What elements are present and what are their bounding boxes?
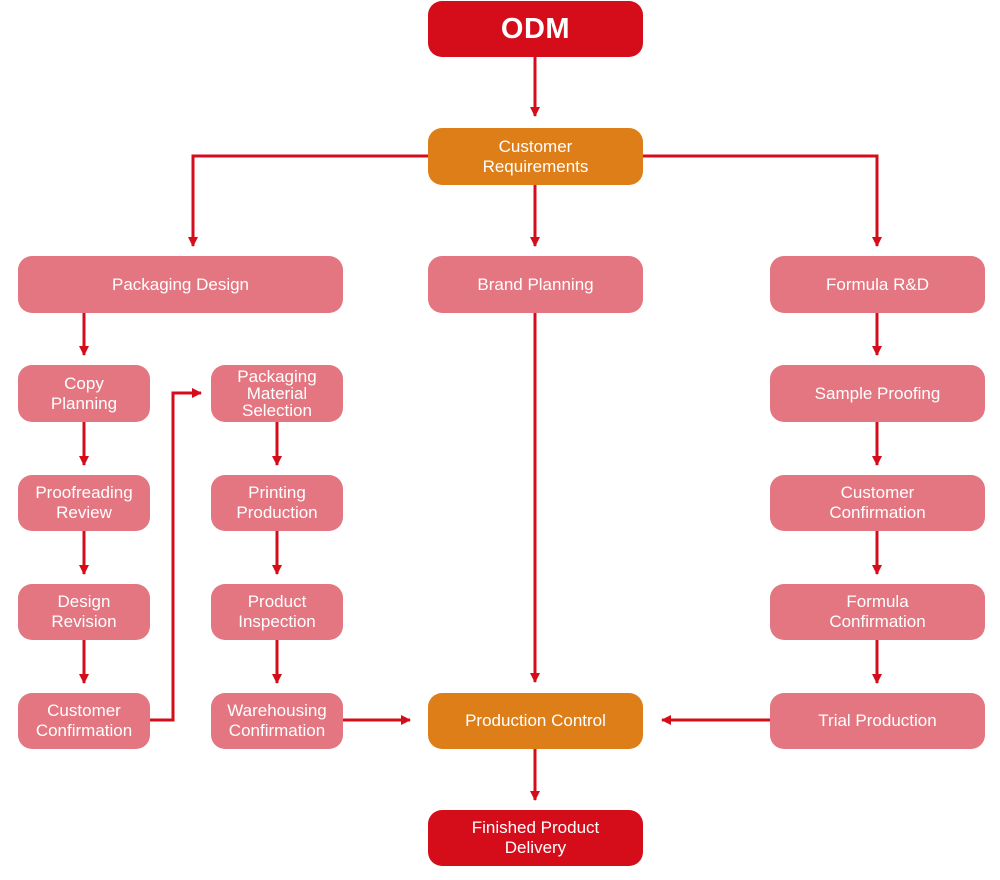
node-sample-proofing[interactable]: Sample Proofing	[770, 365, 985, 422]
node-brand-planning[interactable]: Brand Planning	[428, 256, 643, 313]
node-customer-confirmation-left[interactable]: Customer Confirmation	[18, 693, 150, 749]
node-formula-confirmation[interactable]: Formula Confirmation	[770, 584, 985, 640]
node-finished-product-delivery[interactable]: Finished Product Delivery	[428, 810, 643, 866]
node-odm[interactable]: ODM	[428, 1, 643, 57]
arrow-requirements-to-packaging-design	[188, 154, 428, 247]
node-production-control[interactable]: Production Control	[428, 693, 643, 749]
node-packaging-design[interactable]: Packaging Design	[18, 256, 343, 313]
arrow-requirements-to-formula-rd	[643, 154, 882, 247]
node-design-revision[interactable]: Design Revision	[18, 584, 150, 640]
node-trial-production[interactable]: Trial Production	[770, 693, 985, 749]
node-customer-requirements[interactable]: Customer Requirements	[428, 128, 643, 185]
node-printing-production[interactable]: Printing Production	[211, 475, 343, 531]
arrow-customer-confirmation-to-material-selection	[150, 388, 202, 722]
node-customer-confirmation-right[interactable]: Customer Confirmation	[770, 475, 985, 531]
node-formula-rd[interactable]: Formula R&D	[770, 256, 985, 313]
node-copy-planning[interactable]: Copy Planning	[18, 365, 150, 422]
node-product-inspection[interactable]: Product Inspection	[211, 584, 343, 640]
node-packaging-material-selection[interactable]: Packaging Material Selection	[211, 365, 343, 422]
node-proofreading-review[interactable]: Proofreading Review	[18, 475, 150, 531]
node-warehousing-confirmation[interactable]: Warehousing Confirmation	[211, 693, 343, 749]
